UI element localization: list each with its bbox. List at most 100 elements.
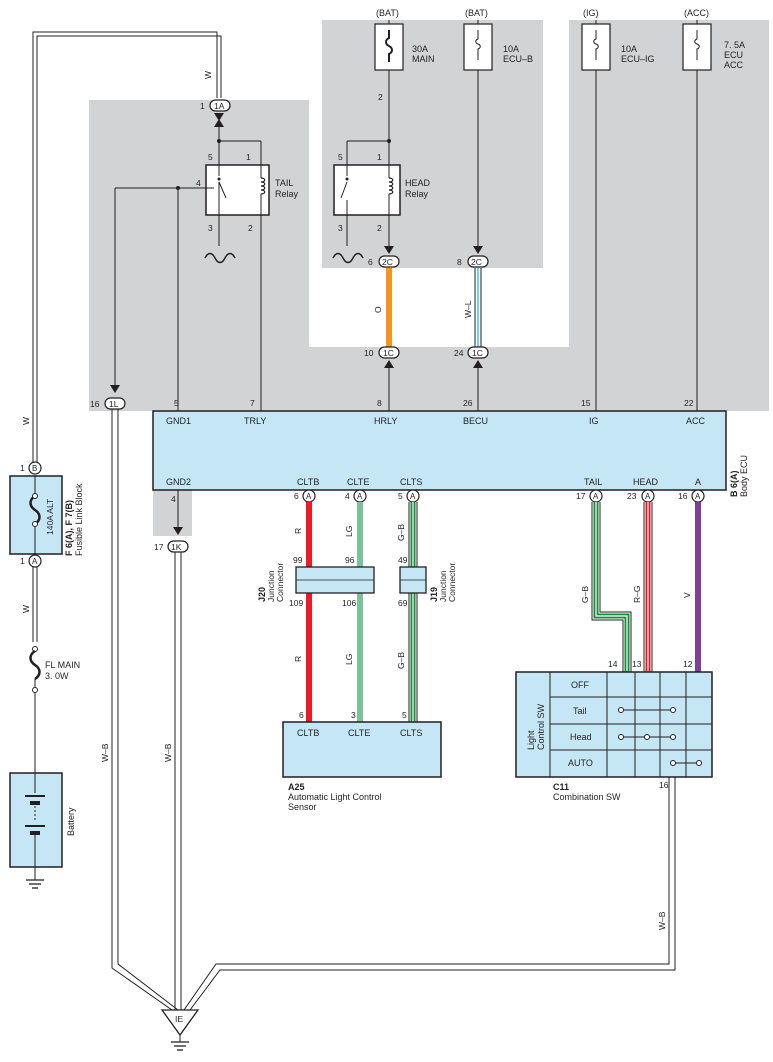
head-relay-pin3: 3	[338, 223, 343, 233]
ecu-term-gnd2: GND2	[166, 477, 191, 487]
battery-label: Battery	[66, 807, 76, 836]
ecu-name: Body ECU	[739, 455, 749, 497]
battery: Battery	[9, 772, 76, 889]
fl-main: FL MAIN 3. 0W	[29, 646, 80, 773]
fuse-ecu-ig-name: ECU–IG	[621, 54, 655, 64]
wire-label-lg-2: LG	[344, 654, 354, 665]
connector-1a-label: 1A	[214, 101, 225, 111]
comb-pin-13: 13	[632, 659, 642, 669]
pin-17-1k: 17	[154, 542, 164, 552]
combination-switch: 14 13 12 Light Control SW OFF Tail Head …	[515, 659, 713, 802]
wire-label-gb-3: G–B	[580, 586, 590, 603]
wire-red-cltb	[306, 502, 312, 722]
fuse-ecu-acc-source: (ACC)	[684, 8, 709, 18]
j19-line2: Connector	[447, 563, 457, 602]
wire-label-gb-1: G–B	[396, 524, 406, 541]
comb-pos-off: OFF	[571, 680, 589, 690]
connector-1k-label: 1K	[171, 542, 182, 552]
comb-name: Combination SW	[553, 792, 621, 802]
ecu-bot-pin-16: 16	[678, 491, 688, 501]
j19-code: J19	[429, 587, 439, 602]
fuse-ecu-ig-source: (IG)	[583, 8, 599, 18]
pin-1-1a: 1	[200, 101, 205, 111]
fuse-ecu-ig-rating: 10A	[621, 44, 637, 54]
wire-label-rg: R–G	[632, 586, 642, 603]
j19-pin-69: 69	[398, 598, 408, 608]
sensor-term-cltb: CLTB	[297, 728, 319, 738]
fl-code: F 6(A), F 7(B)	[64, 500, 74, 556]
connectors-2c-1c: 2C 6 2C 8 O W–L 1C 10 1C 24	[364, 246, 489, 411]
comb-code: C11	[553, 782, 569, 792]
j19-pin-49: 49	[398, 555, 408, 565]
fl-conn-b: B	[32, 464, 37, 473]
connector-1l-group: 1L 16	[90, 385, 126, 410]
fl-pin-b: 1	[20, 463, 25, 473]
wire-label-o: O	[373, 306, 383, 313]
fl-main-name: FL MAIN	[45, 660, 80, 670]
connector-2c-a: 2C	[382, 257, 393, 267]
wire-label-r-2: R	[293, 656, 303, 662]
fuse-ecu-b-rating: 10A	[503, 44, 519, 54]
ecu-term-cltb: CLTB	[297, 477, 319, 487]
tail-relay-box	[205, 164, 270, 216]
left-w-wire: W W	[21, 31, 222, 462]
ecu-conn-a-1: A	[306, 492, 312, 501]
fuse-ecu-ig: (IG) 10A ECU–IG	[581, 8, 655, 411]
connector-1c-a: 1C	[383, 348, 394, 358]
fusible-link-block: B 1 140A ALT F 6(A), F 7(B) Fusible Link…	[9, 461, 84, 642]
fuse-ecu-acc: (ACC) 7. 5A ECU ACC	[682, 8, 745, 411]
comb-pin-12: 12	[683, 659, 693, 669]
ecu-term-trly: TRLY	[244, 416, 266, 426]
comb-pos-tail: Tail	[573, 706, 587, 716]
fl-conn-a: A	[32, 557, 38, 566]
fl-pin-a: 1	[20, 556, 25, 566]
shade-gnd2	[153, 490, 192, 536]
comb-pos-head: Head	[570, 732, 592, 742]
ecu-term-gnd1: GND1	[166, 416, 191, 426]
tail-relay-pin2: 2	[248, 223, 253, 233]
ecu-term-tail: TAIL	[584, 477, 602, 487]
head-relay-group: 5 1 3 2 HEAD Relay	[332, 139, 431, 264]
tail-relay-label2: Relay	[275, 189, 299, 199]
connector-1l-label: 1L	[109, 399, 119, 409]
body-ecu-box	[152, 410, 727, 491]
wire-green-clte	[357, 502, 363, 722]
head-relay-label1: HEAD	[405, 178, 431, 188]
wire-light-blue	[477, 268, 479, 347]
wire-label-w-mid: W	[21, 605, 31, 613]
sensor-box	[282, 721, 442, 778]
pin-16-1l: 16	[90, 399, 100, 409]
ecu-bottom-connectors: 4 1K 17 A 6 A 4 A 5 A 17 A 23 A 16	[154, 489, 705, 553]
sensor-wires: R R LG LG G–B G–B	[293, 502, 418, 722]
ecu-top-pin-hrly: 8	[377, 398, 382, 408]
fuse-ecu-acc-name2: ACC	[724, 60, 744, 70]
wire-label-w-left: W	[21, 417, 31, 425]
comb-switch-label2: Control SW	[536, 703, 546, 750]
ground-label: IE	[175, 1014, 183, 1024]
ecu-term-becu: BECU	[463, 416, 488, 426]
tail-relay-group: 1A 1 5 1 4 3 2 TAIL Relay	[114, 99, 299, 411]
tail-relay-pin5: 5	[208, 152, 213, 162]
ecu-term-clts: CLTS	[400, 477, 422, 487]
fl-rating: 140A ALT	[45, 499, 55, 535]
ecu-bot-pin-23: 23	[627, 491, 637, 501]
fuse-main: (BAT) 30A MAIN 2	[374, 8, 435, 165]
j20-pin-109: 109	[289, 598, 303, 608]
comb-ground-pin: 16	[659, 780, 669, 790]
j19-line1: Junction	[438, 570, 448, 602]
wire-label-lg-1: LG	[344, 526, 354, 537]
pin-10-1c: 10	[364, 348, 374, 358]
j20-pin-106: 106	[342, 598, 356, 608]
ecu-conn-a-5: A	[645, 492, 651, 501]
wire-label-wb-3: W–B	[657, 911, 667, 930]
fuse-ecu-acc-rating: 7. 5A	[724, 40, 745, 50]
ecu-top-pin-gnd1: 5	[174, 398, 179, 408]
ecu-top-pin-ig: 15	[581, 398, 591, 408]
wire-darkgreen-tail	[593, 502, 630, 672]
ecu-conn-a-4: A	[593, 492, 599, 501]
ecu-term-acc: ACC	[686, 416, 706, 426]
comb-wires: G–B R–G V	[580, 502, 701, 672]
sensor-name1: Automatic Light Control	[288, 792, 382, 802]
battery-box	[9, 772, 63, 868]
ecu-conn-a-6: A	[695, 492, 701, 501]
